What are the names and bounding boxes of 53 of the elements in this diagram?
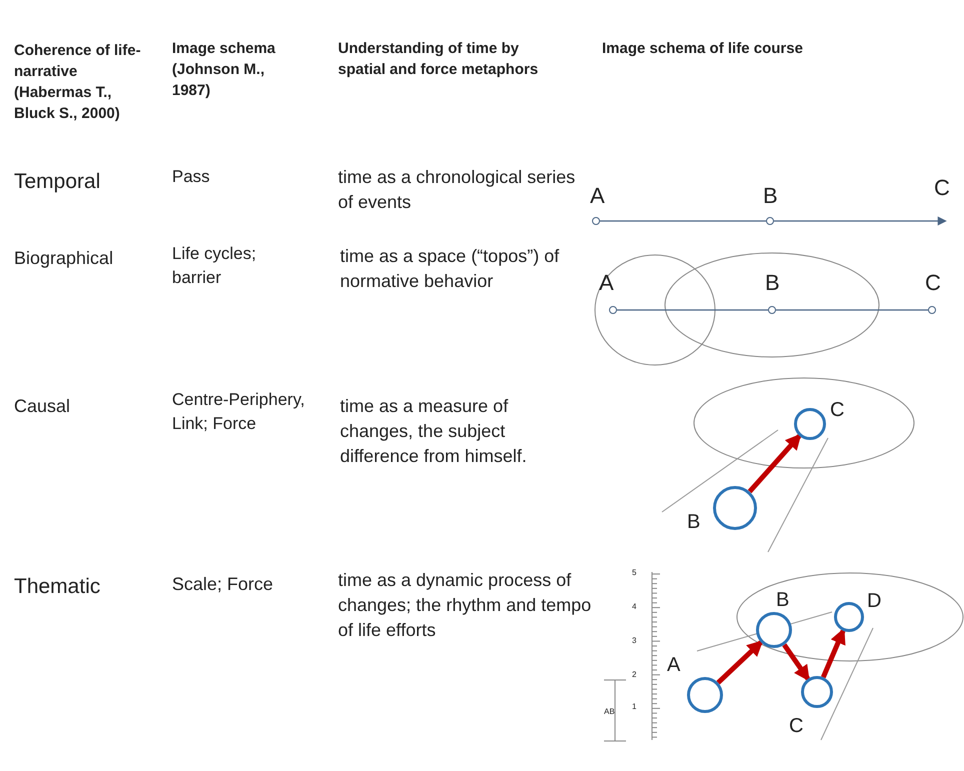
scale-number: 2 xyxy=(632,669,636,680)
column-header: Understanding of time by spatial and force metaphors xyxy=(338,39,540,80)
table-text: time as a space (“topos”) of normative behavior xyxy=(340,245,560,294)
point-label: A xyxy=(667,655,680,675)
point-label: A xyxy=(599,272,614,294)
table-text: Scale; Force xyxy=(172,573,274,596)
table-text: Biographical xyxy=(14,247,114,270)
point-label: A xyxy=(590,185,605,207)
point-marker xyxy=(766,217,774,225)
point-label: C xyxy=(934,174,950,202)
arrow xyxy=(716,640,764,684)
table-text: Thematic xyxy=(14,574,100,600)
point-label: B xyxy=(687,512,700,532)
point-marker xyxy=(768,306,776,314)
arrow xyxy=(774,216,947,226)
scale-number: 3 xyxy=(632,635,636,646)
point-marker xyxy=(592,217,600,225)
column-header: Coherence of life-narrative (Habermas T., Bluck S., 2000) xyxy=(14,41,142,124)
table-text: Temporal xyxy=(14,169,100,195)
scale-number: AB xyxy=(604,706,615,718)
point-label: C xyxy=(925,272,941,294)
connector-line xyxy=(776,309,928,311)
arrow xyxy=(820,628,846,678)
arrow xyxy=(748,434,802,494)
scale-number: 5 xyxy=(632,567,636,578)
position-circle xyxy=(756,612,792,648)
column-header: Image schema (Johnson M., 1987) xyxy=(172,39,276,101)
connector-line xyxy=(600,220,766,222)
table-text: Centre-Periphery, Link; Force xyxy=(172,389,306,435)
point-label: D xyxy=(867,591,882,611)
point-label: B xyxy=(776,590,790,610)
table-text: time as a measure of changes, the subject difference from himself. xyxy=(340,395,528,468)
connector-line xyxy=(617,309,768,311)
scale-number: 4 xyxy=(632,601,636,612)
position-circle xyxy=(794,408,826,440)
point-marker xyxy=(928,306,936,314)
table-text: Causal xyxy=(14,395,70,418)
scale-number: 1 xyxy=(632,701,636,712)
point-marker xyxy=(609,306,617,314)
position-circle xyxy=(713,486,757,530)
position-circle xyxy=(687,677,723,713)
point-label: C xyxy=(830,400,844,420)
position-circle xyxy=(834,602,864,632)
table-text: Life cycles; barrier xyxy=(172,243,258,289)
table-text: time as a dynamic process of changes; the rhythm and tempo of life efforts xyxy=(338,569,592,642)
table-text: Pass xyxy=(172,166,210,188)
column-header: Image schema of life course xyxy=(602,39,803,59)
point-label: B xyxy=(763,185,778,207)
table-text: time as a chronological series of events xyxy=(338,166,576,214)
position-circle xyxy=(801,676,833,708)
point-label: B xyxy=(765,272,780,294)
point-label: C xyxy=(789,716,804,736)
arrow xyxy=(782,643,810,682)
